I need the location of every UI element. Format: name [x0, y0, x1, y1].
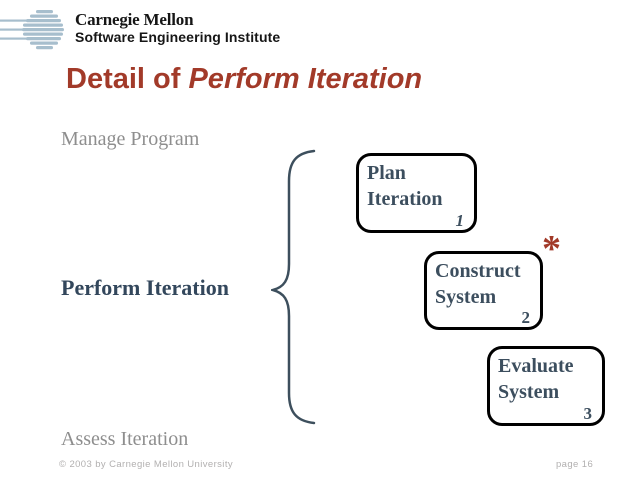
footer-page-number: page 16: [556, 459, 594, 470]
box-evaluate-system: Evaluate System 3: [487, 346, 605, 426]
logo-org-name: Carnegie Mellon: [75, 10, 194, 29]
slide-title-prefix: Detail of: [66, 63, 189, 95]
label-manage-program: Manage Program: [61, 128, 200, 150]
slide-title-emphasis: Perform Iteration: [188, 63, 423, 95]
box-plan-line1: Plan: [367, 162, 406, 184]
box-construct-number: 2: [521, 308, 531, 327]
box-construct-line1: Construct: [435, 260, 521, 282]
logo-institute-name: Software Engineering Institute: [75, 29, 281, 45]
box-plan-iteration: Plan Iteration 1: [356, 153, 477, 233]
curly-brace: [271, 149, 316, 425]
box-plan-number: 1: [455, 211, 465, 230]
box-plan-line2: Iteration: [367, 188, 443, 210]
box-evaluate-line2: System: [498, 381, 560, 403]
sei-globe-logo-icon: [0, 10, 64, 50]
box-construct-line2: System: [435, 286, 497, 308]
box-construct-system: Construct System 2: [424, 251, 543, 330]
label-perform-iteration: Perform Iteration: [61, 275, 229, 300]
box-evaluate-line1: Evaluate: [498, 355, 574, 377]
construct-asterisk-marker: *: [542, 228, 561, 270]
footer-copyright: © 2003 by Carnegie Mellon University: [59, 459, 234, 470]
slide-title: Detail of Perform Iteration: [66, 63, 422, 96]
box-evaluate-number: 3: [583, 404, 593, 423]
logo-text-block: Carnegie Mellon Software Engineering Ins…: [75, 10, 281, 46]
label-assess-iteration: Assess Iteration: [61, 428, 189, 450]
